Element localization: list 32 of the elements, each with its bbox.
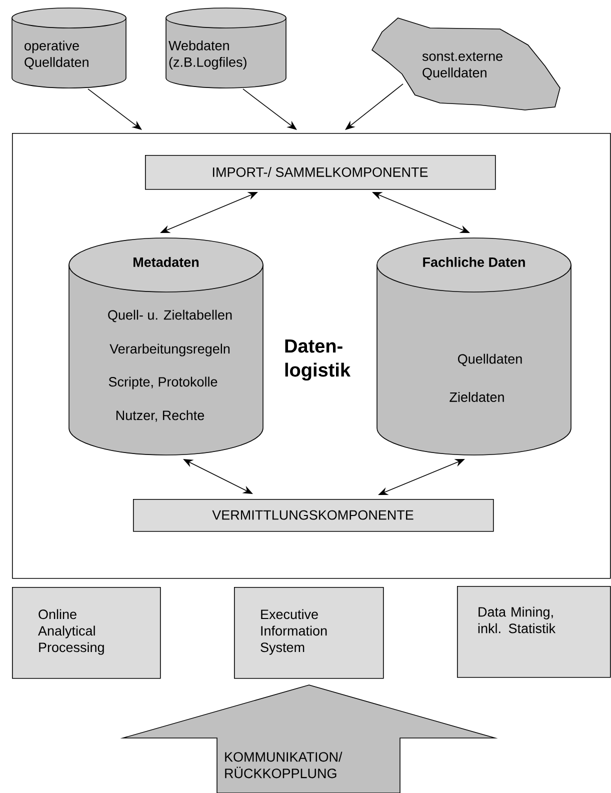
heading-text: Metadaten [134,257,199,267]
label-text: VERMITTLUNGSKOMPONENTE [212,510,414,520]
label-text: Webdaten (z.B.Logfiles) [168,40,246,70]
label-text: Scripte, Protokolle [108,376,218,390]
database-cylinder [166,8,286,88]
system-frame [12,133,611,579]
label-text: Quelldaten [458,354,522,366]
arrow [242,88,297,130]
database-cylinder [68,238,264,456]
center-label: Daten- logistik [285,339,351,381]
component-box [234,587,384,679]
label-text: Nutzer, Rechte [116,410,204,422]
database-cylinder [12,8,126,88]
label-text: Online Analytical Processing [38,609,104,655]
label-text: Executive Information System [260,609,327,655]
arrow [88,88,142,130]
label-text: IMPORT-/ SAMMELKOMPONENTE [212,167,428,177]
label-text: Data Mining, inkl. Statistik [478,606,556,634]
label-text: Verarbeitungsregeln [110,344,230,356]
label-text: sonst.externe Quelldaten [422,52,502,80]
label-text: Quell- u. Zieltabellen [108,310,232,322]
component-box [457,586,611,678]
component-box [133,499,494,532]
database-cylinder [376,238,572,456]
arrow [345,84,404,130]
component-box [12,587,161,679]
component-box [145,155,496,190]
label-text: Zieldaten [450,392,504,402]
cloud-shape [371,18,560,110]
label-text: operative Quelldaten [24,40,88,70]
label-text: KOMMUNIKATION/ RÜCKKOPPLUNG [225,752,342,778]
heading-text: Fachliche Daten [423,257,525,267]
